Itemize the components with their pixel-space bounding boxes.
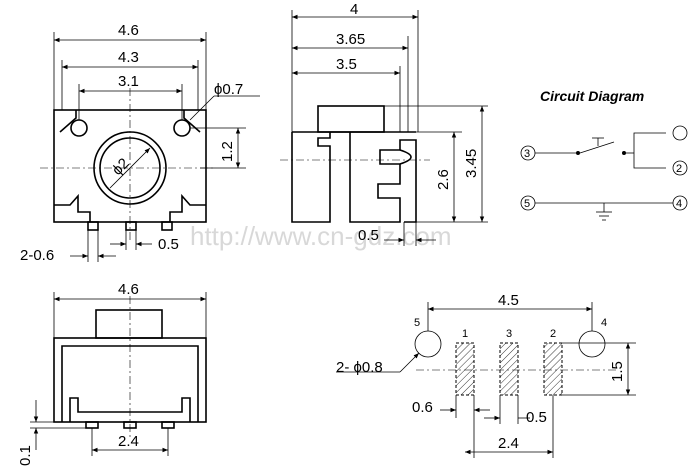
pin-2-circle — [672, 160, 688, 176]
pcb-pad-2 — [543, 342, 563, 396]
dim-lead-len: 0.5 — [358, 227, 379, 244]
pcb-hole-right — [578, 330, 606, 358]
side-body-left — [291, 132, 331, 223]
dim-actuator-dia: ϕ2 — [109, 155, 133, 179]
dim-width-outer: 4.6 — [118, 22, 139, 39]
pcb-pad-1 — [455, 342, 475, 396]
circuit-diagram: Circuit Diagram 3 2 5 4 — [520, 88, 688, 221]
dim-pcb-pitch: 4.5 — [498, 292, 519, 309]
front-lead-right — [161, 421, 175, 429]
watermark: http://www.cn-gdz.com — [190, 221, 452, 251]
lead-notch-left — [54, 193, 91, 222]
lead-right — [161, 221, 173, 231]
front-lead-left — [85, 421, 99, 429]
top-corner-right — [183, 110, 201, 133]
lead-left — [87, 221, 99, 231]
dim-front-width: 4.6 — [118, 281, 139, 298]
dim-pad-gap: 0.5 — [526, 409, 547, 426]
pin-2-label: 2 — [676, 163, 682, 175]
mounting-hole-right — [173, 119, 191, 137]
switch-contact — [579, 141, 615, 154]
pcb-label-2: 2 — [550, 328, 556, 340]
dim-pcb-hole: 2- ϕ0.8 — [336, 359, 383, 376]
dim-width-mid: 4.3 — [118, 49, 139, 66]
mounting-hole-left — [70, 119, 88, 137]
dim-hole-pitch: 1.2 — [219, 141, 236, 162]
side-actuator — [317, 105, 385, 133]
front-view: 4.6 2.4 0.1 — [17, 281, 207, 466]
pcb-pad-3 — [499, 342, 519, 396]
pin-unlabeled-circle — [672, 125, 688, 141]
dim-standoff: 0.1 — [17, 445, 34, 466]
side-body-right — [349, 132, 417, 223]
top-view: 4.6 4.3 3.1 ϕ0.7 1.2 ϕ2 2-0.6 0.5 — [20, 22, 260, 264]
dim-height-body: 2.6 — [435, 169, 452, 190]
dim-height-total: 3.45 — [463, 149, 480, 178]
dim-lead-width: 2-0.6 — [20, 247, 54, 264]
pcb-label-3: 3 — [506, 328, 512, 340]
dim-line-dia2 — [109, 147, 151, 189]
dim-hole-dia: ϕ0.7 — [214, 81, 243, 98]
lead-middle — [125, 221, 137, 231]
dim-front-lead-span: 2.4 — [118, 433, 139, 450]
dim-length: 4 — [350, 1, 358, 18]
dim-length-inner: 3.5 — [336, 56, 357, 73]
pcb-label-1: 1 — [462, 328, 468, 340]
side-view: 4 3.65 3.5 3.45 2.6 0.5 — [280, 1, 488, 246]
dim-width-inner: 3.1 — [118, 73, 139, 90]
top-corner-left — [59, 110, 77, 133]
dim-lead-gap: 0.5 — [158, 236, 179, 253]
pcb-label-4: 4 — [601, 317, 607, 329]
dim-length-mid: 3.65 — [336, 31, 365, 48]
pin-3-label: 3 — [524, 148, 530, 160]
pin-4-label: 4 — [676, 198, 682, 210]
pcb-layout: 5 4 1 3 2 4.5 2- ϕ0.8 1.5 0.6 0.5 2.4 — [336, 292, 636, 458]
dim-pad-height: 1.5 — [609, 361, 626, 382]
pin-4-circle — [672, 195, 688, 211]
dim-pad-width: 0.6 — [412, 399, 433, 416]
dim-pad-span: 2.4 — [498, 435, 519, 452]
pin-5-label: 5 — [524, 198, 530, 210]
front-actuator — [95, 309, 163, 339]
circuit-title: Circuit Diagram — [540, 88, 644, 104]
pcb-label-5: 5 — [414, 317, 420, 329]
lead-notch-right — [169, 193, 206, 222]
side-lead-bend — [399, 149, 412, 165]
